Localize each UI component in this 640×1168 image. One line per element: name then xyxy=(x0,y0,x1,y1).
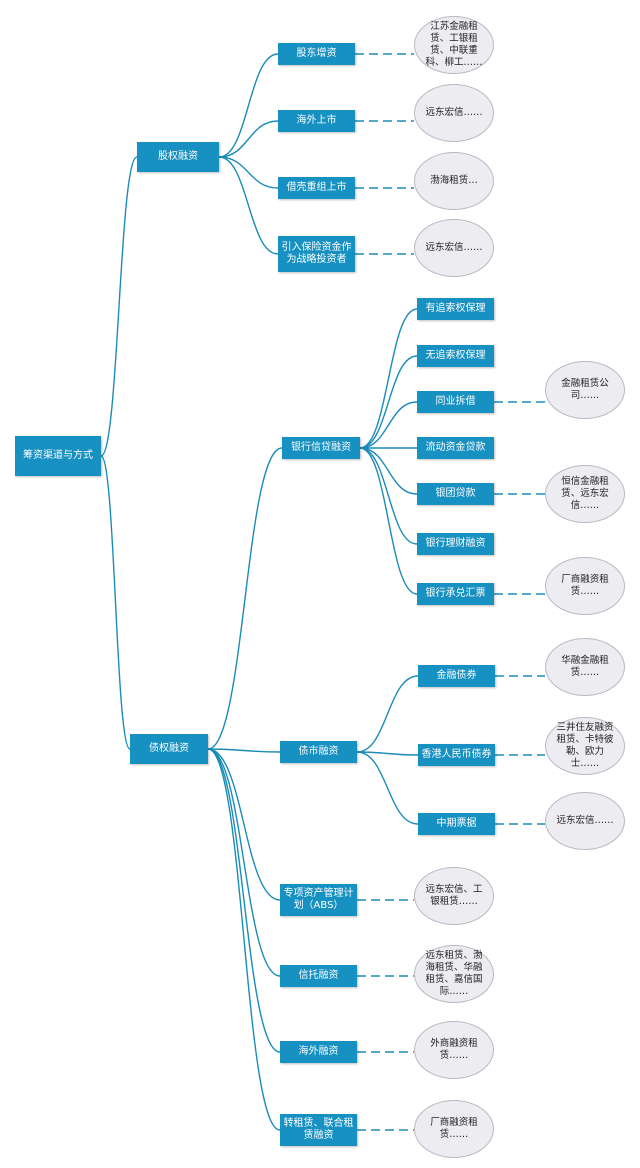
node-debt-financing: 债权融资 xyxy=(130,734,208,764)
node-recourse-factoring: 有追索权保理 xyxy=(417,298,494,320)
example-financial-bonds: 华融金融租赁…… xyxy=(545,638,625,696)
connector-root-debt xyxy=(100,455,131,750)
node-bank-wealth-mgmt-financing: 银行理财融资 xyxy=(417,533,494,555)
node-shareholder-capital-increase: 股东增资 xyxy=(278,43,355,65)
connector-debt-4 xyxy=(207,748,281,1053)
connector-bank-0 xyxy=(359,308,418,449)
node-backdoor-listing: 借壳重组上市 xyxy=(278,177,355,199)
connector-bond-1 xyxy=(356,751,419,756)
example-insurance-strategic-investor: 远东宏信…… xyxy=(414,219,494,277)
node-bank-acceptance-bill: 银行承兑汇票 xyxy=(417,583,494,605)
node-syndicated-loan: 银团贷款 xyxy=(417,483,494,505)
node-dim-sum-bonds: 香港人民币债券 xyxy=(418,744,495,766)
example-bank-acceptance-bill: 厂商融资租赁…… xyxy=(545,557,625,615)
connector-root-equity xyxy=(100,156,138,457)
node-overseas-financing: 海外融资 xyxy=(280,1041,357,1063)
example-syndicated-loan: 恒信金融租赁、远东宏信…… xyxy=(545,465,625,523)
connector-equity-2 xyxy=(218,156,279,189)
connector-debt-1 xyxy=(207,748,281,753)
example-sublease-joint-lease-financing: 厂商融资租赁…… xyxy=(414,1100,494,1158)
node-non-recourse-factoring: 无追索权保理 xyxy=(417,345,494,367)
connector-bond-2 xyxy=(356,751,419,825)
node-sublease-joint-lease-financing: 转租赁、联合租赁融资 xyxy=(280,1114,357,1146)
example-overseas-financing: 外商融资租赁…… xyxy=(414,1021,494,1079)
example-dim-sum-bonds: 三井住友融资租赁、卡特彼勒、欧力士…… xyxy=(545,717,625,775)
example-medium-term-notes: 远东宏信…… xyxy=(545,792,625,850)
node-interbank-lending: 同业拆借 xyxy=(417,391,494,413)
node-abs-plan: 专项资产管理计划（ABS） xyxy=(280,884,357,916)
connector-debt-0 xyxy=(207,447,283,750)
node-bond-market-financing: 债市融资 xyxy=(280,741,357,763)
connector-bank-1 xyxy=(359,355,418,449)
node-insurance-strategic-investor: 引入保险资金作为战略投资者 xyxy=(278,236,355,272)
connector-debt-3 xyxy=(207,748,281,977)
connector-bond-0 xyxy=(356,675,419,753)
node-trust-financing: 信托融资 xyxy=(280,965,357,987)
example-shareholder-capital-increase: 江苏金融租赁、工银租赁、中联重科、柳工…… xyxy=(414,16,494,74)
node-overseas-listing: 海外上市 xyxy=(278,110,355,132)
root-node: 筹资渠道与方式 xyxy=(15,436,101,476)
node-bank-credit-financing: 银行信贷融资 xyxy=(282,437,360,459)
connector-debt-5 xyxy=(207,748,281,1131)
connector-bank-5 xyxy=(359,447,418,545)
connector-bank-4 xyxy=(359,447,418,495)
example-trust-financing: 远东租赁、渤海租赁、华融租赁、嘉信国际…… xyxy=(414,945,494,1003)
connector-debt-2 xyxy=(207,748,281,901)
connector-equity-1 xyxy=(218,120,279,158)
example-interbank-lending: 金融租赁公司…… xyxy=(545,361,625,419)
node-medium-term-notes: 中期票据 xyxy=(418,813,495,835)
example-abs-plan: 远东宏信、工银租赁…… xyxy=(414,867,494,925)
connector-equity-3 xyxy=(218,156,279,255)
connector-bank-2 xyxy=(359,401,418,449)
connector-bank-6 xyxy=(359,447,418,595)
example-backdoor-listing: 渤海租赁… xyxy=(414,152,494,210)
example-overseas-listing: 远东宏信…… xyxy=(414,84,494,142)
node-equity-financing: 股权融资 xyxy=(137,142,219,172)
node-financial-bonds: 金融债券 xyxy=(418,665,495,687)
node-working-capital-loan: 流动资金贷款 xyxy=(417,437,494,459)
connector-equity-0 xyxy=(218,53,279,158)
